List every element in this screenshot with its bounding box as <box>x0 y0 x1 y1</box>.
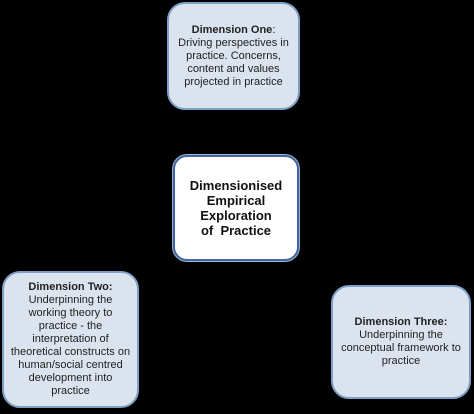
center-box: Dimensionised Empirical Exploration of P… <box>173 155 299 261</box>
dimension-one-title-line: Dimension One: <box>192 24 276 37</box>
dimension-one-colon: : <box>272 23 276 36</box>
dimension-one-box: Dimension One: Driving perspectives in p… <box>167 2 300 110</box>
dimension-two-box: Dimension Two: Underpinning the working … <box>2 271 139 408</box>
dimension-two-text: Underpinning the working theory to pract… <box>10 294 131 397</box>
dimension-one-text: Driving perspectives in practice. Concer… <box>178 36 289 88</box>
dimension-three-text: Underpinning the conceptual framework to… <box>341 329 461 367</box>
center-title-line-2: Empirical Exploration <box>200 193 272 223</box>
dimension-two-title: Dimension Two: <box>28 281 113 293</box>
dimension-three-title: Dimension Three: <box>354 316 448 328</box>
center-title-line-1: Dimensionised <box>189 178 283 193</box>
center-title-line-3: of Practice <box>200 223 272 238</box>
dimension-three-box: Dimension Three: Underpinning the concep… <box>331 285 471 399</box>
dimension-one-title: Dimension One <box>191 23 273 36</box>
